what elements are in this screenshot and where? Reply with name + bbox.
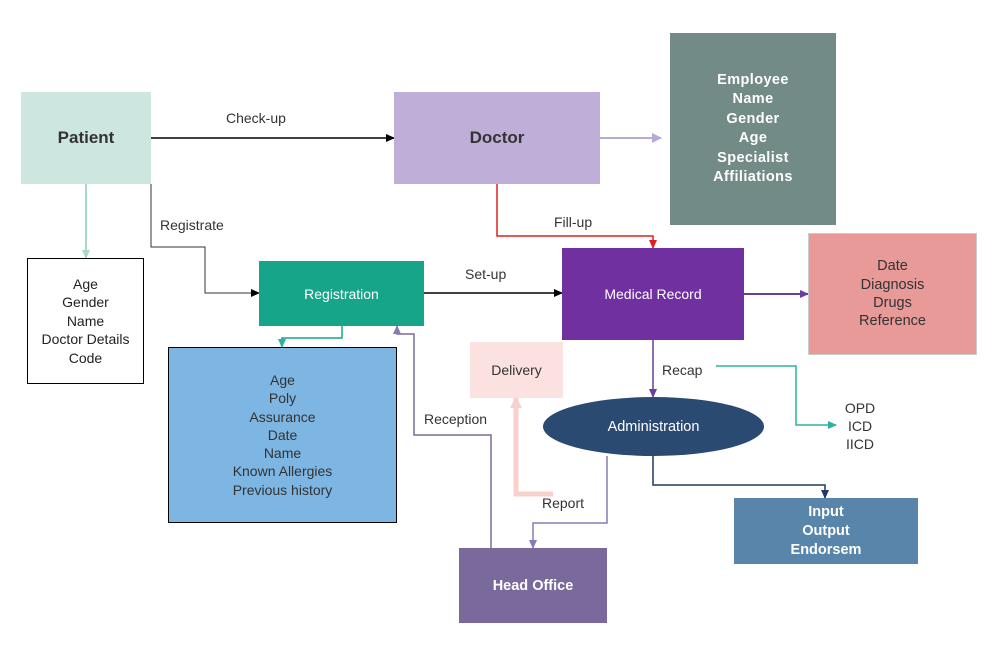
arrow-administration-to-head-office: [529, 456, 608, 549]
employee-line: Age: [738, 130, 768, 146]
label-reception: Reception: [424, 411, 488, 427]
employee-line: Employee: [717, 71, 789, 88]
delivery-node: Delivery: [470, 342, 563, 398]
administration-title: Administration: [607, 418, 700, 435]
opd-details-node: OPD ICD IICD: [836, 399, 884, 453]
record-detail-line: Diagnosis: [860, 276, 925, 293]
registration-node: Registration: [259, 261, 424, 326]
admin-output-line: Output: [802, 522, 850, 539]
registration-detail-line: Age: [270, 371, 295, 388]
record-detail-line: Reference: [859, 313, 926, 330]
patient-detail-line: Name: [66, 312, 105, 329]
admin-output-line: Endorsem: [790, 541, 862, 558]
patient-detail-line: Age: [73, 275, 98, 292]
admin-output-node: Input Output Endorsem: [734, 498, 918, 564]
label-report: Report: [542, 495, 585, 511]
registration-detail-line: Assurance: [249, 408, 316, 425]
doctor-title: Doctor: [469, 128, 525, 147]
label-fillup: Fill-up: [554, 214, 593, 230]
head-office-node: Head Office: [459, 548, 607, 623]
opd-detail-line: OPD: [844, 400, 876, 416]
patient-detail-line: Gender: [62, 294, 109, 311]
registration-details-node: Age Poly Assurance Date Name Known Aller…: [168, 347, 397, 523]
record-detail-line: Date: [877, 258, 908, 275]
patient-detail-line: Code: [68, 349, 103, 366]
medical-record-title: Medical Record: [604, 286, 702, 302]
arrow-head-office-to-registration: [393, 325, 492, 548]
label-registrate: Registrate: [160, 217, 224, 233]
record-details-node: Date Diagnosis Drugs Reference: [808, 233, 977, 355]
registration-detail-line: Poly: [268, 390, 297, 407]
label-checkup: Check-up: [226, 110, 286, 126]
label-setup: Set-up: [465, 266, 507, 282]
employee-details-node: Employee Name Gender Age Specialist Affi…: [670, 33, 836, 225]
arrow-recap-to-opd: [716, 365, 837, 429]
patient-node: Patient: [21, 92, 151, 184]
arrow-registration-to-registration-info: [278, 326, 343, 348]
opd-detail-line: IICD: [846, 436, 874, 452]
admin-output-line: Input: [808, 503, 844, 520]
patient-title: Patient: [57, 128, 115, 147]
head-office-title: Head Office: [492, 577, 574, 594]
doctor-node: Doctor: [394, 92, 600, 184]
employee-line: Gender: [726, 110, 780, 127]
registration-detail-line: Previous history: [232, 481, 333, 498]
opd-detail-line: ICD: [847, 418, 873, 434]
registration-detail-line: Date: [267, 426, 298, 443]
registration-detail-line: Name: [263, 445, 302, 462]
medical-record-node: Medical Record: [562, 248, 744, 340]
arrow-doctor-to-medical-record: [496, 184, 657, 249]
registration-detail-line: Known Allergies: [232, 463, 333, 480]
employee-line: Name: [732, 91, 774, 107]
patient-details-node: Age Gender Name Doctor Details Code: [27, 258, 144, 384]
label-recap: Recap: [662, 362, 703, 378]
registration-title: Registration: [304, 285, 379, 302]
arrow-administration-to-output: [652, 456, 829, 499]
administration-node: Administration: [543, 397, 764, 456]
employee-line: Specialist: [717, 149, 789, 166]
record-detail-line: Drugs: [873, 295, 912, 311]
employee-line: Affiliations: [713, 169, 793, 185]
arrow-report-to-delivery: [510, 396, 553, 497]
arrow-patient-to-registration: [150, 184, 260, 297]
patient-detail-line: Doctor Details: [41, 331, 130, 348]
delivery-title: Delivery: [491, 362, 542, 378]
